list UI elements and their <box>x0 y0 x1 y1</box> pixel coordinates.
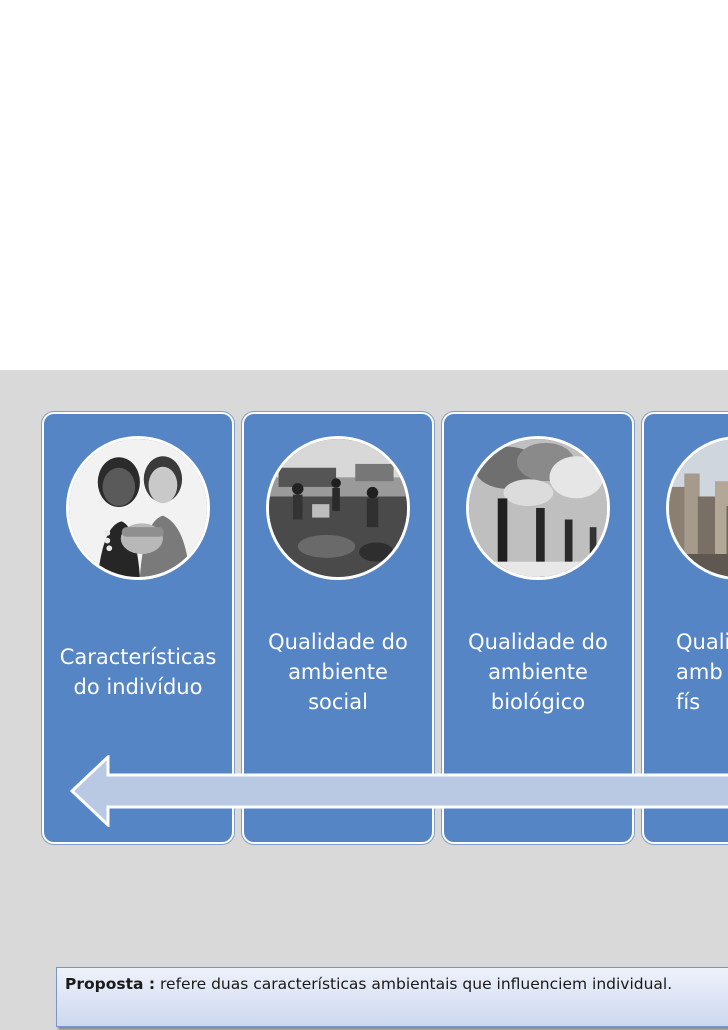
card-label-physical: Qualic amb fís <box>676 630 728 714</box>
factory-smokestacks-photo <box>466 436 610 580</box>
left-arrow-icon <box>70 755 728 827</box>
proposal-text: refere duas características ambientais q… <box>155 975 673 993</box>
city-skyline-photo <box>666 436 728 580</box>
card-label-social: Qualidade do ambiente social <box>268 630 408 714</box>
poverty-scene-photo <box>266 436 410 580</box>
poverty-scene-image <box>269 439 407 577</box>
card-biological-environment: Qualidade do ambiente biológico <box>442 412 634 844</box>
smiling-women-image <box>69 439 207 577</box>
card-physical-environment: Qualic amb fís <box>642 412 728 844</box>
card-label-individual: Características do indivíduo <box>59 645 217 699</box>
card-label-biological: Qualidade do ambiente biológico <box>468 630 608 714</box>
card-individual-characteristics: Características do indivíduo <box>42 412 234 844</box>
smiling-women-photo <box>66 436 210 580</box>
proposal-box: Proposta : refere duas características a… <box>56 967 728 1027</box>
proposal-keyword: Proposta : <box>65 975 156 993</box>
blank-top-area <box>0 0 728 370</box>
city-skyline-image <box>669 439 728 577</box>
factory-smokestacks-image <box>469 439 607 577</box>
card-social-environment: Qualidade do ambiente social <box>242 412 434 844</box>
